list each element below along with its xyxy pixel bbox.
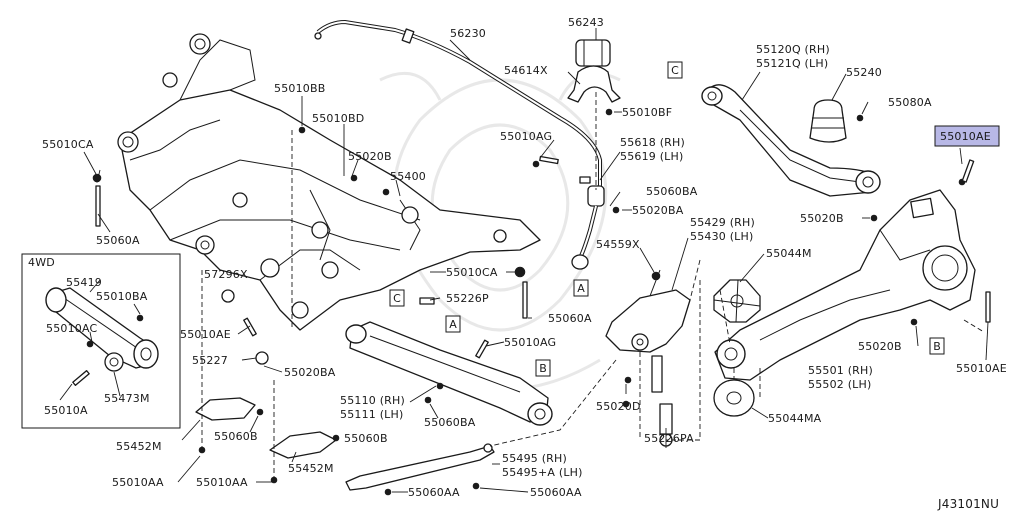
ref-marker-a-2: A [445,315,461,333]
ref-marker-b-1-text: B [539,362,547,375]
upper-link [701,84,881,197]
label-55473m[interactable]: 55473M [104,392,150,405]
rear-suspension-member [117,33,541,331]
spring-seat-lower [713,379,755,417]
assembly-dashed-lines [95,92,985,482]
label-55060a-left[interactable]: 55060A [96,234,140,247]
label-55010aa-b[interactable]: 55010AA [196,476,248,489]
gusset-left [195,397,264,454]
highlight-box [934,125,1000,147]
label-55044ma[interactable]: 55044MA [768,412,822,425]
label-55010ba-inset[interactable]: 55010BA [96,290,148,303]
label-55044m[interactable]: 55044M [766,247,812,260]
label-55452m-left[interactable]: 55452M [116,440,162,453]
spring-seat-upper [713,279,761,323]
ref-marker-b-2-text: B [933,340,941,353]
ref-marker-b-1: B [535,359,551,377]
label-55226p[interactable]: 55226P [446,292,489,305]
label-55419[interactable]: 55419 [66,276,102,289]
label-55111[interactable]: 55111 (LH) [340,408,403,421]
label-55060b-left[interactable]: 55060B [214,430,258,443]
label-55495[interactable]: 55495 (RH) [502,452,567,465]
label-56243[interactable]: 56243 [568,16,604,29]
label-55110[interactable]: 55110 (RH) [340,394,405,407]
ref-marker-a-2-text: A [449,318,457,331]
inset-4wd [21,253,181,429]
label-55430[interactable]: 55430 (LH) [690,230,753,243]
label-55121q[interactable]: 55121Q (LH) [756,57,828,70]
ref-marker-c-1: C [667,61,683,79]
leader-lines [83,28,989,493]
label-55010bb[interactable]: 55010BB [274,82,326,95]
label-55060aa[interactable]: 55060AA [408,486,460,499]
label-55020ba-low[interactable]: 55020BA [284,366,336,379]
label-57296x[interactable]: 57296X [204,268,248,281]
label-55495a[interactable]: 55495+A (LH) [502,466,583,479]
label-55060ba-low[interactable]: 55060BA [424,416,476,429]
label-55060a-mid[interactable]: 55060A [548,312,592,325]
rear-axle-housing [714,189,976,381]
label-55429[interactable]: 55429 (RH) [690,216,755,229]
ref-marker-a-1: A [573,279,589,297]
label-55240[interactable]: 55240 [846,66,882,79]
label-55010ac[interactable]: 55010AC [46,322,98,335]
label-55010ca-left[interactable]: 55010CA [42,138,94,151]
ref-marker-a-1-text: A [577,282,585,295]
label-55020b-right[interactable]: 55020B [800,212,844,225]
label-55010aa-a[interactable]: 55010AA [112,476,164,489]
label-55010ag-low[interactable]: 55010AG [504,336,556,349]
label-55452m-mid[interactable]: 55452M [288,462,334,475]
label-55060aa-b[interactable]: 55060AA [530,486,582,499]
label-56230[interactable]: 56230 [450,27,486,40]
ref-marker-c-2-text: C [393,292,401,305]
label-55010bf[interactable]: 55010BF [622,106,672,119]
ref-marker-c-2: C [389,289,405,307]
label-54614x[interactable]: 54614X [504,64,548,77]
inset-title: 4WD [28,256,55,269]
label-55501[interactable]: 55501 (RH) [808,364,873,377]
label-55020d[interactable]: 55020D [596,400,641,413]
label-55080a[interactable]: 55080A [888,96,932,109]
label-55060b-mid[interactable]: 55060B [344,432,388,445]
label-55502[interactable]: 55502 (LH) [808,378,871,391]
lower-link [345,321,553,426]
lower-link-bracket [605,269,691,393]
label-54559x[interactable]: 54559X [596,238,640,251]
label-55010ag-top[interactable]: 55010AG [500,130,552,143]
label-55010bd[interactable]: 55010BD [312,112,364,125]
bump-stopper [809,99,864,143]
ref-marker-c-1-text: C [671,64,679,77]
label-55010a[interactable]: 55010A [44,404,88,417]
stabilizer-bushing [567,39,621,116]
label-55010ae-highlight[interactable]: 55010AE [940,130,991,143]
label-55400[interactable]: 55400 [390,170,426,183]
label-55618[interactable]: 55618 (RH) [620,136,685,149]
label-55010ca-mid[interactable]: 55010CA [446,266,498,279]
label-55060ba-mid[interactable]: 55060BA [646,185,698,198]
misc-fasteners [92,126,991,447]
label-55020b-mid[interactable]: 55020B [348,150,392,163]
label-55010ae-right[interactable]: 55010AE [956,362,1007,375]
label-55010ae-left[interactable]: 55010AE [180,328,231,341]
gusset-mid [269,431,340,484]
label-55226pa[interactable]: 55226PA [644,432,694,445]
part-labels: 56230 56243 54614X 55010BF 55010AG 55618… [28,16,1007,511]
label-55120q[interactable]: 55120Q (RH) [756,43,830,56]
label-55020ba-mid[interactable]: 55020BA [632,204,684,217]
stabilizer-link [571,185,620,270]
diagram-code: J43101NU [937,497,999,511]
label-55619[interactable]: 55619 (LH) [620,150,683,163]
ref-marker-b-2: B [929,337,945,355]
label-55020b-low[interactable]: 55020B [858,340,902,353]
label-55227[interactable]: 55227 [192,354,228,367]
